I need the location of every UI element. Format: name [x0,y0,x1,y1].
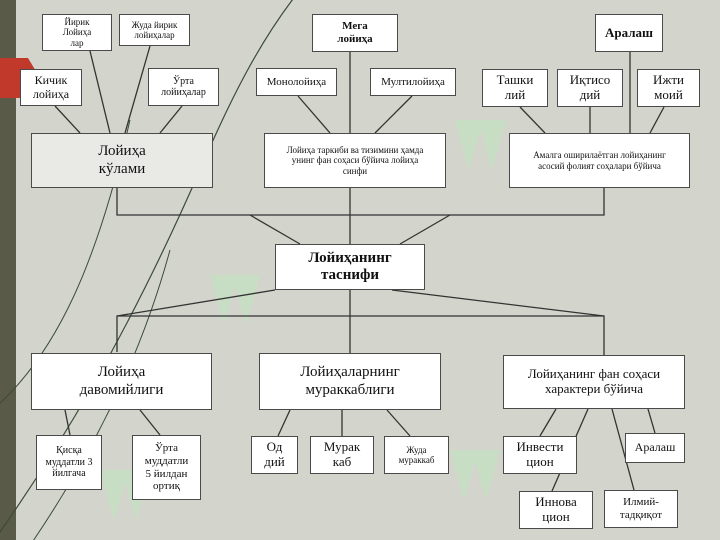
scale-very-large-node: Жуда йирик лойиҳалар [119,14,190,46]
complex-node: Мурак каб [310,436,374,474]
short-term-node: Қисқа муддатли 3 йилгача [36,435,102,490]
simple-node: Од дий [251,436,298,474]
innovation-node: Иннова цион [519,491,593,529]
mixed-activity-header-node: Аралаш [595,14,663,52]
scale-small-node: Кичик лойиҳа [20,69,82,106]
activity-node: Амалга оширилаётган лойиҳанинг асосий фо… [509,133,690,188]
economic-node: Иқтисо дий [557,69,623,107]
mega-project-node: Мега лойиҳа [312,14,398,52]
research-node: Илмий- тадқиқот [604,490,678,528]
mixed-field-node: Аралаш [625,433,685,463]
medium-term-node: Ўрта муддатли 5 йилдан ортиқ [132,435,201,500]
scale-node: Лойиҳа кўлами [31,133,213,188]
left-border-strip [0,0,16,540]
investment-node: Инвести цион [503,436,577,474]
field-node: Лойиҳанинг фан соҳаси характери бўйича [503,355,685,409]
duration-node: Лойиҳа давомийлиги [31,353,212,410]
scale-large-node: Йирик Лойиҳа лар [42,14,112,51]
organizational-node: Ташки лий [482,69,548,107]
composition-node: Лойиҳа таркиби ва тизимини ҳамда унинг ф… [264,133,446,188]
very-complex-node: Жуда мураккаб [384,436,449,474]
mono-project-node: Монолойиҳа [256,68,337,96]
complexity-node: Лойиҳаларнинг мураккаблиги [259,353,441,410]
multi-project-node: Мултилойиҳа [370,68,456,96]
social-node: Ижти моий [637,69,700,107]
center-node: Лойиҳанинг таснифи [275,244,425,290]
scale-medium-node: Ўрта лойиҳалар [148,68,219,106]
